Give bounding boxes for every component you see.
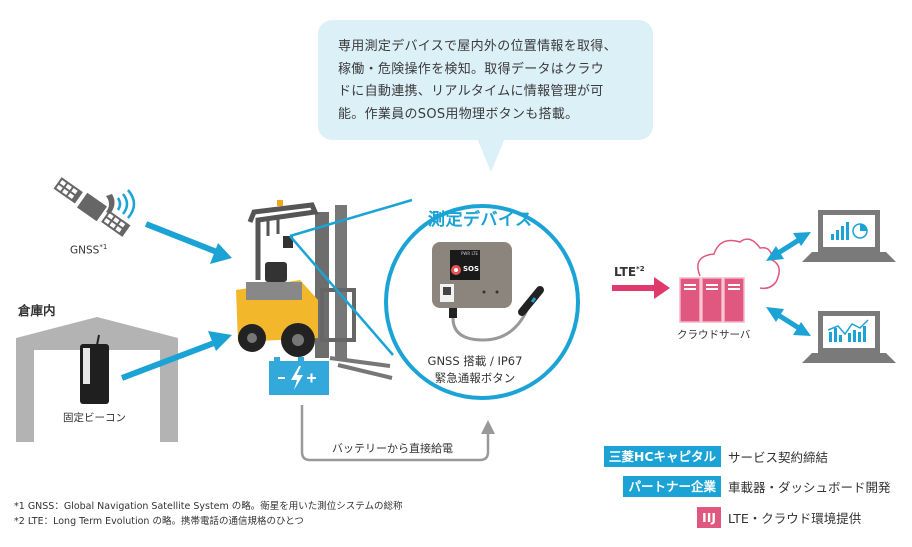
lte-label: LTE*2: [614, 265, 645, 279]
gnss-label: GNSS*1: [70, 243, 107, 257]
laptop-analytics-icon: [802, 311, 896, 363]
description-line: ドに自動連携、リアルタイムに情報管理が可: [338, 84, 604, 99]
device-caption: GNSS 搭載 / IP67 緊急通報ボタン: [400, 353, 550, 387]
legend-desc: サービス契約締結: [728, 450, 829, 465]
power-path-arrow: [300, 405, 495, 462]
gnss-arrow: [144, 221, 232, 264]
gnss-note: *1: [99, 243, 108, 251]
bubble-tail: [477, 138, 505, 172]
legend-tag-partner: パートナー企業: [623, 476, 721, 497]
legend-tag-mitsubishi: 三菱HCキャピタル: [603, 446, 721, 467]
cloud-server-label: クラウドサーバ: [677, 329, 751, 341]
zoom-callout-lines: [289, 198, 413, 356]
lte-label-text: LTE: [614, 265, 637, 279]
description-line: 能。作業員のSOS用物理ボタンも搭載。: [338, 106, 579, 122]
legend-desc: 車載器・ダッシュボード開発: [728, 480, 891, 495]
description-line: 専用測定デバイスで屋内外の位置情報を取得、: [338, 39, 617, 54]
device-screen-labels: PWR LTE: [461, 251, 478, 256]
description-text: 専用測定デバイスで屋内外の位置情報を取得、 稼働・危険操作を検知。取得データはク…: [338, 36, 648, 126]
device-sos-button: SOS: [463, 265, 480, 273]
forklift-icon: [236, 200, 393, 380]
legend-row: 三菱HCキャピタル サービス契約締結: [603, 446, 896, 467]
cloud-laptop1-arrow: [766, 232, 811, 261]
satellite-dish: [106, 194, 115, 214]
cloud-laptop2-arrow: [766, 307, 811, 336]
beacon-arrow: [120, 331, 232, 381]
device-title: 測定デバイス: [428, 210, 533, 230]
warehouse-icon: [16, 317, 178, 442]
footnote-gnss: *1 GNSS：Global Navigation Satellite Syst…: [14, 501, 403, 512]
cloud-server-icon: [679, 238, 780, 323]
legend-tag-iij: IIJ: [697, 507, 721, 528]
beacon-icon: [80, 334, 109, 404]
device-caption-line2: 緊急通報ボタン: [434, 371, 516, 385]
gnss-label-text: GNSS: [70, 244, 100, 257]
description-line: 稼働・危険操作を検知。取得データはクラウ: [338, 61, 605, 77]
battery-icon: [269, 357, 329, 395]
footnotes: *1 GNSS：Global Navigation Satellite Syst…: [14, 499, 403, 529]
signal-waves-icon: [116, 189, 136, 219]
legend-desc: LTE・クラウド環境提供: [728, 511, 862, 526]
footnote-lte: *2 LTE：Long Term Evolution の略。携帯電話の通信規格の…: [14, 516, 304, 527]
description-bubble: [318, 20, 653, 140]
power-path-label: バッテリーから直接給電: [332, 442, 453, 455]
laptop-dashboard-icon: [802, 210, 896, 262]
lte-note: *2: [636, 265, 645, 273]
beacon-label: 固定ビーコン: [63, 412, 126, 424]
satellite-icon: [53, 177, 131, 237]
device-caption-line1: GNSS 搭載 / IP67: [427, 354, 523, 368]
measurement-device-icon: [432, 242, 544, 342]
lte-arrow: [612, 277, 670, 299]
warehouse-label: 倉庫内: [18, 303, 56, 318]
legend-row: パートナー企業 車載器・ダッシュボード開発: [623, 476, 896, 497]
device-pwr-label: PWR: [461, 251, 471, 256]
device-lte-label: LTE: [471, 251, 479, 256]
legend-row: IIJ LTE・クラウド環境提供: [697, 507, 896, 528]
